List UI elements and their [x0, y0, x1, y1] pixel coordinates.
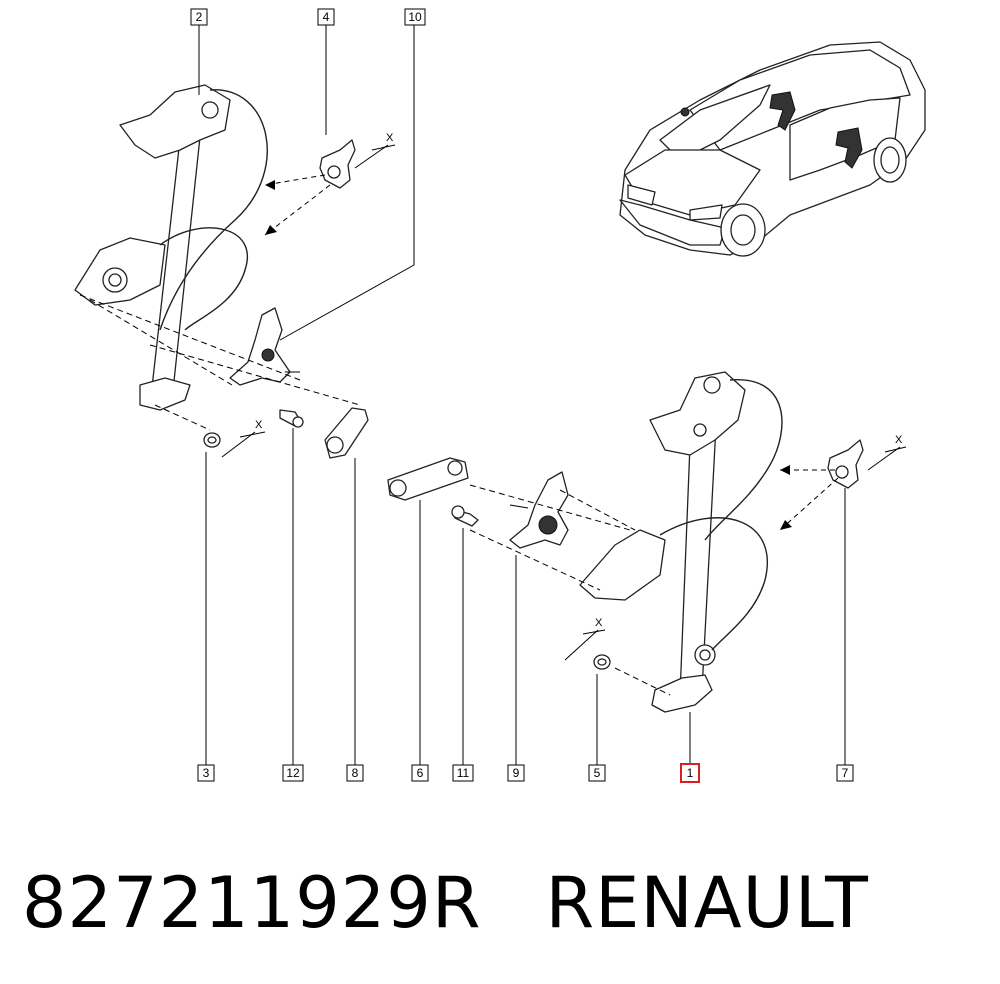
part-caption: 827211929R RENAULT [22, 858, 869, 948]
svg-text:3: 3 [203, 766, 210, 780]
part-number: 827211929R [22, 862, 482, 944]
gear-bracket-part-9 [509, 471, 569, 549]
callout-5: 5 [588, 764, 606, 782]
callout-11: 11 [452, 764, 474, 782]
callout-6: 6 [411, 764, 429, 782]
callout-4: 4 [317, 8, 335, 26]
clip-part-4 [319, 139, 356, 189]
svg-text:9: 9 [513, 766, 520, 780]
callout-8: 8 [346, 764, 364, 782]
callout-3: 3 [197, 764, 215, 782]
callout-10: 10 [404, 8, 426, 26]
brand-name: RENAULT [545, 862, 869, 944]
svg-text:6: 6 [417, 766, 424, 780]
callout-7: 7 [836, 764, 854, 782]
motor-bracket-part-10 [229, 307, 300, 386]
axis-label-x: X [895, 434, 903, 446]
nut-part-3 [203, 432, 221, 448]
callout-1-highlighted: 1 [680, 763, 700, 783]
car-illustration [619, 41, 926, 257]
nut-part-5 [593, 654, 611, 670]
screw-part-12 [279, 409, 304, 428]
callout-12: 12 [282, 764, 304, 782]
svg-text:2: 2 [196, 10, 203, 24]
axis-label-x: X [255, 419, 263, 431]
svg-text:5: 5 [594, 766, 601, 780]
exploded-parts-diagram: X X X X 2 4 10 3 [74, 8, 926, 783]
right-window-regulator [579, 371, 783, 713]
link-part-6 [387, 457, 469, 501]
svg-text:7: 7 [842, 766, 849, 780]
callout-9: 9 [507, 764, 525, 782]
svg-text:11: 11 [457, 766, 470, 780]
svg-text:10: 10 [408, 10, 422, 24]
screw-part-11 [451, 505, 479, 527]
link-part-8 [324, 407, 369, 459]
assembly-guide-lines [79, 174, 839, 696]
svg-text:8: 8 [352, 766, 359, 780]
axis-label-x: X [595, 617, 603, 629]
left-window-regulator [74, 84, 268, 411]
axis-label-x: X [386, 132, 394, 144]
clip-part-7 [827, 439, 864, 489]
svg-text:1: 1 [687, 766, 694, 780]
axis-markers: X X X X [221, 132, 907, 661]
svg-text:12: 12 [286, 766, 300, 780]
svg-text:4: 4 [323, 10, 330, 24]
leader-lines [198, 24, 846, 765]
callout-2: 2 [190, 8, 208, 26]
